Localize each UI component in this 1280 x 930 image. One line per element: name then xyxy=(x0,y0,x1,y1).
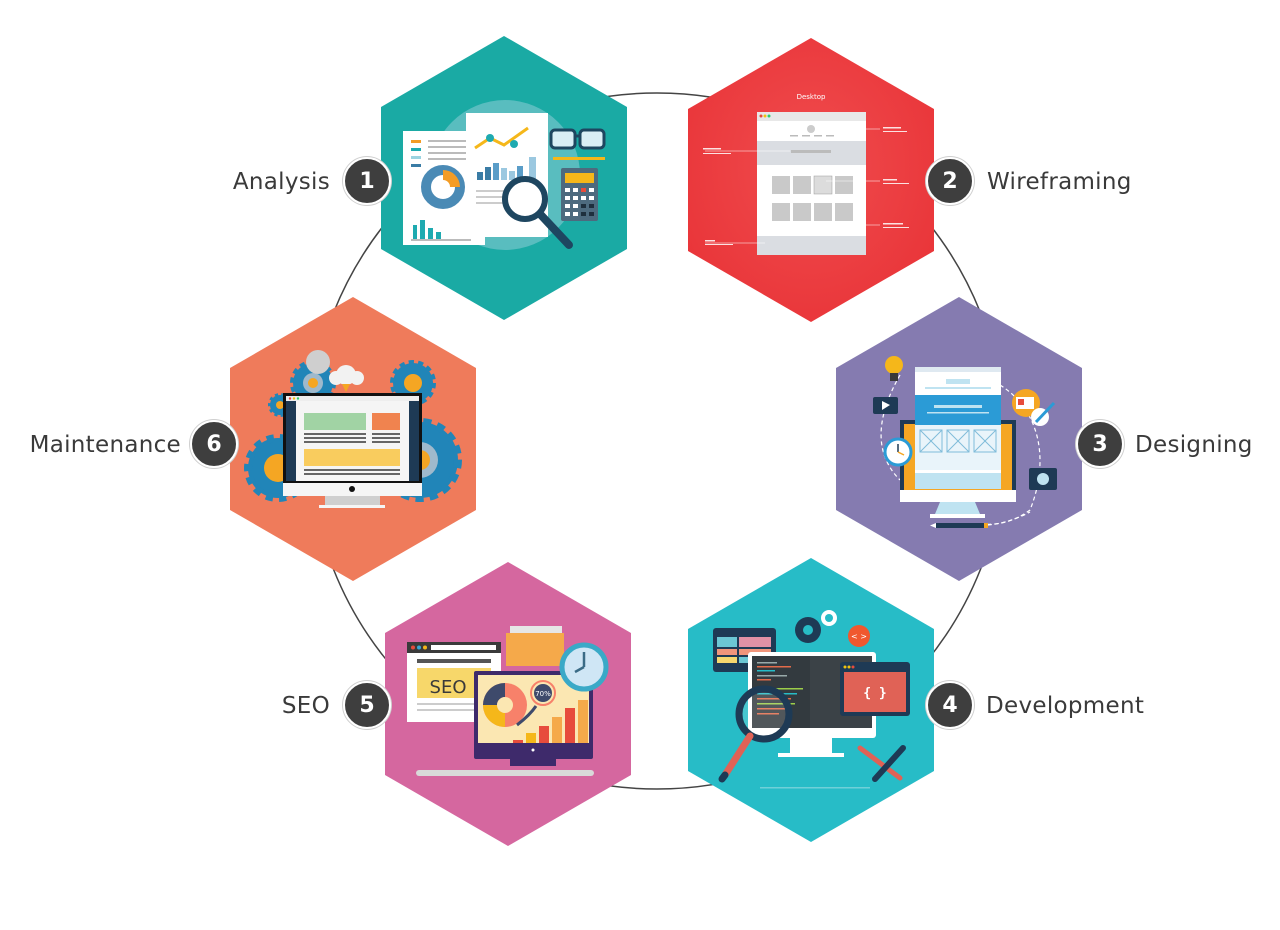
seo-text: SEO xyxy=(430,677,467,698)
step-5-number-badge: 5 xyxy=(343,681,391,729)
step-4-number-badge: 4 xyxy=(926,681,974,729)
wireframe-icon: Desktop xyxy=(703,93,909,255)
percent-text: 70% xyxy=(535,690,551,698)
step-3-label: Designing xyxy=(1135,432,1253,458)
step-1-analysis-hexagon xyxy=(381,36,627,320)
step-6-label: Maintenance xyxy=(29,432,181,458)
wireframe-desktop-title: Desktop xyxy=(797,93,826,101)
step-6-maintenance-hexagon xyxy=(230,297,476,581)
step-3-designing-hexagon xyxy=(836,297,1082,581)
step-1-number-badge: 1 xyxy=(343,157,391,205)
step-6-number-badge: 6 xyxy=(190,420,238,468)
code-development-icon: < > { } xyxy=(713,610,910,789)
seo-icon: SEO 70% xyxy=(407,626,609,776)
maintenance-gears-icon xyxy=(244,350,462,508)
step-5-label: SEO xyxy=(281,693,330,719)
step-1-label: Analysis xyxy=(232,169,330,195)
tag-symbol: < > xyxy=(851,632,867,641)
step-5-seo-hexagon: SEO 70% xyxy=(385,562,631,846)
step-2-number-badge: 2 xyxy=(926,157,974,205)
step-3-number-badge: 3 xyxy=(1076,420,1124,468)
analytics-reports-icon xyxy=(403,100,606,250)
web-design-icon xyxy=(873,356,1057,528)
step-4-label: Development xyxy=(986,693,1145,719)
step-4-development-hexagon: < > { } xyxy=(688,558,934,842)
step-2-wireframing-hexagon: Desktop xyxy=(688,38,934,322)
step-2-label: Wireframing xyxy=(987,169,1132,195)
code-braces-symbol: { } xyxy=(863,686,886,701)
